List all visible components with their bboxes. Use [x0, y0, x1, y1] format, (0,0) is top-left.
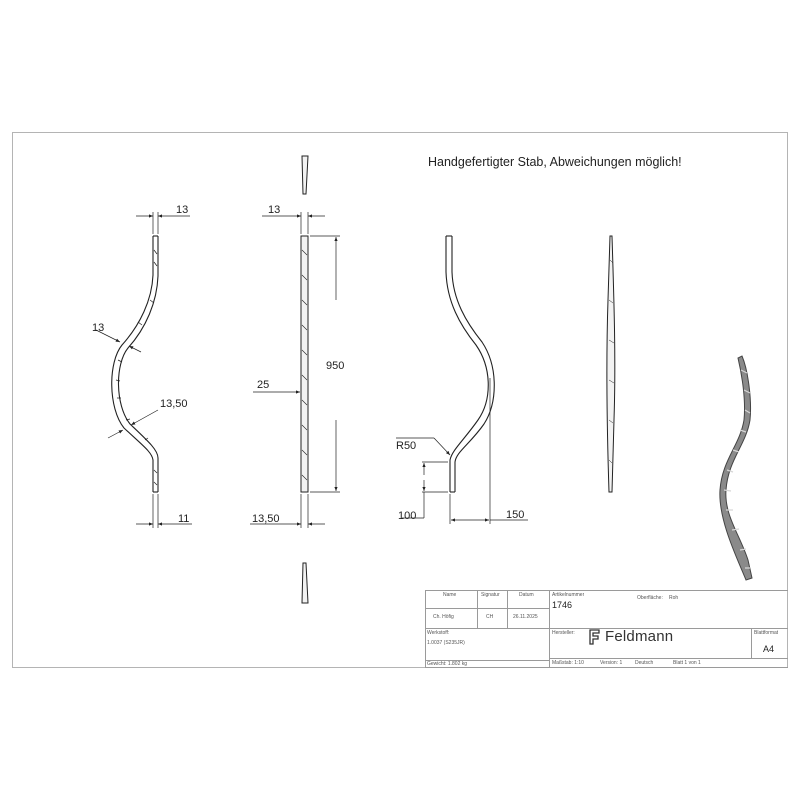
dim-view1-side-lower: 13,50 — [160, 398, 188, 410]
dim-view1-side-upper: 13 — [92, 322, 104, 334]
view-side-straight — [300, 155, 309, 604]
blatt: Blatt 1 von 1 — [673, 660, 701, 666]
drawn-by-name: Ch. Höfig — [433, 614, 454, 620]
gewicht: Gewicht: 1.802 kg — [427, 661, 468, 667]
massstab: Maßstab: 1:10 — [552, 660, 584, 666]
oberflaeche-label: Oberfläche: — [637, 595, 663, 601]
dim-view2-bottom-width: 13,50 — [252, 513, 280, 525]
dims-view-side — [250, 212, 340, 528]
drawn-by-signature: CH — [486, 614, 494, 620]
dim-view1-top-width: 13 — [176, 204, 188, 216]
artikelnummer-label: Artikelnummer — [552, 592, 585, 598]
artikelnummer-value: 1746 — [552, 600, 573, 610]
werkstoff-value: 1.0037 (S235JR) — [427, 640, 465, 646]
header-signatur: Signatur — [481, 592, 500, 598]
dim-view3-offset: 150 — [506, 509, 524, 521]
header-datum: Datum — [519, 592, 534, 598]
blattformat-label: Blattformat — [754, 630, 779, 636]
dim-view2-section: 25 — [257, 379, 269, 391]
dims-view-front — [95, 212, 192, 528]
header-name: Name — [443, 592, 457, 598]
oberflaeche-value: Roh — [669, 595, 679, 601]
drawing-sheet — [12, 132, 788, 668]
version: Version: 1 — [600, 660, 623, 666]
sprache: Deutsch — [635, 660, 654, 666]
dim-view3-height: 100 — [398, 510, 416, 522]
dim-view2-length: 950 — [326, 360, 344, 372]
drawn-date: 26.11.2025 — [513, 614, 538, 620]
view-front-curved — [111, 235, 159, 493]
dim-view2-top-width: 13 — [268, 204, 280, 216]
dim-view3-radius: R50 — [396, 440, 416, 452]
dims-view-mirrored — [396, 378, 528, 524]
title-block: Name Signatur Datum Ch. Höfig CH 26.11.2… — [425, 590, 788, 668]
dim-view1-bottom-width: 11 — [178, 513, 189, 525]
feldmann-logo-text: Feldmann — [605, 628, 674, 645]
drawing-note: Handgefertigter Stab, Abweichungen mögli… — [428, 155, 682, 169]
view-front-curved-mirrored — [445, 235, 495, 493]
blattformat-value: A4 — [763, 644, 775, 654]
feldmann-logo-icon — [589, 628, 600, 645]
rod-3d-preview — [719, 355, 753, 581]
werkstoff-label: Werkstoff: — [427, 630, 450, 636]
feldmann-logo: Feldmann — [587, 628, 673, 645]
view-side-thin — [606, 235, 616, 493]
hersteller-label: Hersteller: — [552, 630, 575, 636]
